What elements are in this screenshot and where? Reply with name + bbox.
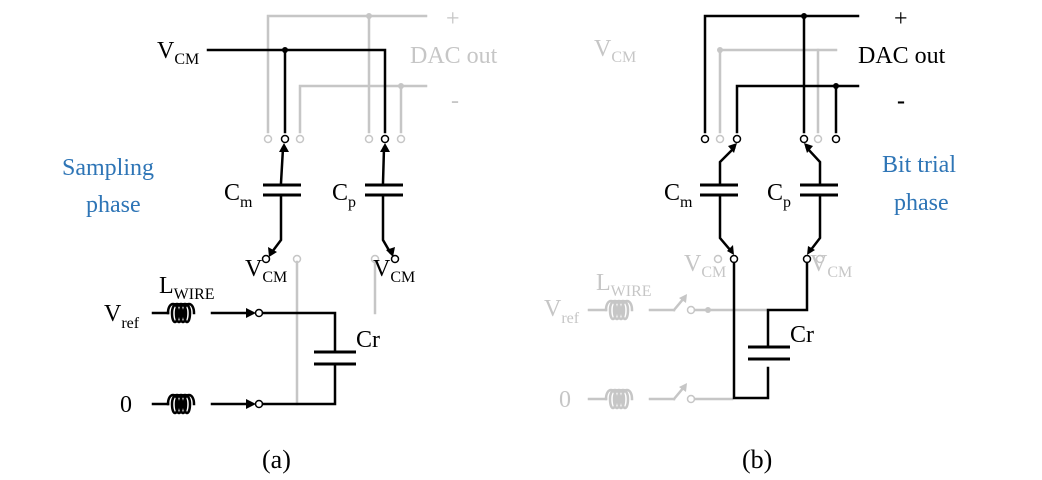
panel-b-cm-label: Cm <box>664 180 693 211</box>
panel-b-phase-title-line1: Bit trial <box>882 152 956 178</box>
panel-a-vref-label: Vref <box>104 301 140 332</box>
panel-a-cr-label: Cr <box>356 327 380 353</box>
panel-a-vcm-top-label: VCM <box>157 38 199 68</box>
panel-a-plus-label: + <box>446 6 460 32</box>
panel-a-minus-label: - <box>451 88 459 114</box>
panel-b-minus-label: - <box>897 88 905 114</box>
panel-b: + DAC out - VCM Bit trial phase Cm Cp VC… <box>544 6 956 474</box>
panel-b-lwire-label: LWIRE <box>596 270 652 300</box>
panel-b-vcm-right-label: VCM <box>810 251 852 281</box>
panel-a-vcm-left-label: VCM <box>245 256 287 286</box>
panel-a-dac-out-label: DAC out <box>410 43 498 69</box>
panel-b-inactive-wiring <box>587 47 838 410</box>
panel-b-cr-label: Cr <box>790 322 814 348</box>
panel-b-phase-title-line2: phase <box>894 190 949 216</box>
panel-a-cp-label: Cp <box>332 180 356 211</box>
panel-a-caption: (a) <box>262 445 291 474</box>
panel-b-vcm-top-label: VCM <box>594 36 636 66</box>
panel-b-cp-label: Cp <box>767 180 791 211</box>
panel-a-inactive-wiring <box>263 13 428 406</box>
panel-a: + DAC out - VCM Sampling phase Cm Cp VCM… <box>62 6 498 474</box>
panel-b-dac-out-label: DAC out <box>858 43 946 69</box>
panel-a-zero-label: 0 <box>120 392 132 418</box>
panel-b-vcm-left-label: VCM <box>684 251 726 281</box>
panel-b-active-wiring <box>700 13 860 400</box>
panel-a-vcm-right-label: VCM <box>373 256 415 286</box>
panel-a-phase-title-line1: Sampling <box>62 155 154 181</box>
panel-b-plus-label: + <box>894 6 908 32</box>
panel-a-lwire-label: LWIRE <box>159 273 215 303</box>
panel-b-zero-label: 0 <box>559 387 571 413</box>
panel-b-vref-label: Vref <box>544 296 580 327</box>
panel-a-active-wiring <box>151 47 403 415</box>
panel-a-cm-label: Cm <box>224 180 253 211</box>
panel-a-phase-title-line2: phase <box>86 192 141 218</box>
panel-b-caption: (b) <box>742 445 772 474</box>
